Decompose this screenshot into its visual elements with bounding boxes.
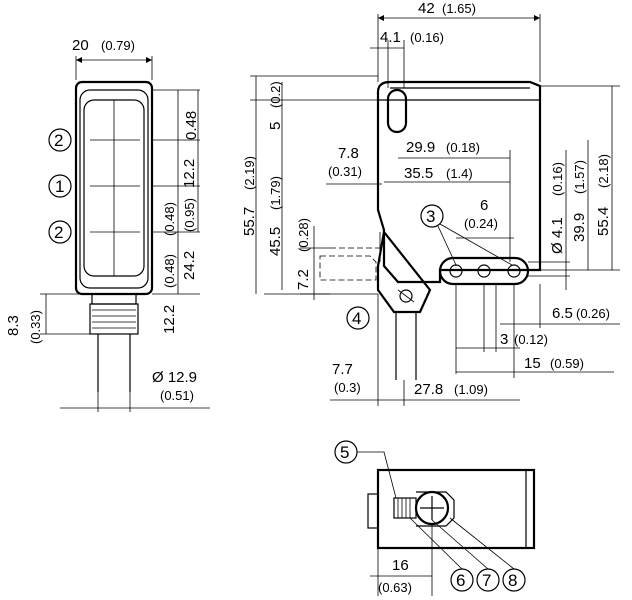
dim-connector-len: 8.3 (5, 315, 22, 336)
dim-side-height-b-in: (1.79) (268, 176, 283, 210)
callout-2-bottom: 2 (48, 220, 72, 244)
svg-text:8: 8 (508, 571, 517, 590)
dim-side-optic-a-in: (0.18) (446, 140, 480, 155)
bottom-left-tab (367, 493, 379, 529)
dim-side-edge-in: (0.16) (410, 30, 444, 45)
dim-front-spacing-a-in: (0.95) (182, 198, 197, 232)
dim-side-mid: 6 (480, 197, 488, 214)
dim-side-width: 42 (418, 0, 435, 17)
side-housing (376, 80, 542, 284)
front-view: 20 (0.79) 0.48 12.2 (0.95) 24.2 (0.48) 1… (5, 37, 210, 412)
svg-text:3: 3 (426, 207, 435, 226)
dim-side-height-total: 55.7 (241, 207, 258, 236)
callout-6: 6 (409, 517, 474, 592)
callout-5: 5 (334, 440, 397, 499)
side-bracket (376, 229, 432, 314)
dim-side-top-in: (0.2) (268, 81, 283, 108)
dim-side-bot-b-in: (0.12) (514, 332, 548, 347)
dim-bottom-width: 16 (392, 557, 409, 574)
dim-side-height-total-in: (2.19) (242, 156, 257, 190)
front-connector-base (91, 293, 137, 305)
callout-7: 7 (431, 519, 500, 592)
dim-cable-dia: Ø 12.9 (152, 369, 197, 386)
svg-text:1: 1 (55, 177, 64, 196)
dim-side-bot-b: 3 (500, 331, 508, 348)
callout-8: 8 (449, 517, 526, 592)
dim-side-bot-d: 7.7 (332, 361, 353, 378)
dim-side-optic-a: 29.9 (406, 139, 435, 156)
front-housing-inner (79, 89, 149, 289)
bottom-view: 16 (0.63) 5 6 7 8 (334, 440, 536, 596)
dim-side-bot-d-in: (0.3) (334, 380, 361, 395)
svg-text:5: 5 (340, 443, 349, 462)
dim-connector-len-in: (0.33) (28, 310, 43, 344)
dim-side-bot-e: 27.8 (414, 381, 443, 398)
callout-1: 1 (48, 174, 72, 198)
dim-front-width-in: (0.79) (101, 38, 135, 53)
dim-side-optic-b: 35.5 (404, 165, 433, 182)
side-slot-top (386, 88, 408, 134)
svg-text:4: 4 (352, 309, 361, 328)
callout-4: 4 (346, 306, 370, 330)
callout-2-top: 2 (48, 128, 72, 152)
screw-thread (393, 497, 417, 519)
svg-text:7: 7 (482, 571, 491, 590)
dim-side-right-a: 39.9 (571, 213, 588, 242)
dim-front-top: 0.48 (183, 111, 200, 140)
dim-side-edge: 4.1 (380, 29, 401, 46)
dim-side-left-a-in: (0.31) (328, 164, 362, 179)
svg-text:6: 6 (456, 571, 465, 590)
dim-side-right-b: 55.4 (595, 207, 612, 236)
dim-cable-dia-in: (0.51) (160, 388, 194, 403)
front-connector (89, 303, 139, 335)
dim-side-width-in: (1.65) (442, 1, 476, 16)
bottom-housing (376, 468, 536, 550)
side-view: 42 (1.65) 4.1 (0.16) 55.7 (2.19) 5 (0.2)… (241, 0, 620, 406)
dim-side-low-in: (0.28) (296, 218, 311, 252)
dim-side-bot-a-in: (0.26) (576, 306, 610, 321)
dim-front-spacing-a: 12.2 (181, 159, 198, 188)
dim-side-right-b-in: (2.18) (596, 154, 611, 188)
dim-side-right-a-in: (1.57) (572, 160, 587, 194)
dim-front-lower-in: (0.48) (162, 254, 177, 288)
dim-front-spacing-b-in: (0.48) (162, 202, 177, 236)
dim-side-bot-e-in: (1.09) (454, 382, 488, 397)
dim-side-low: 7.2 (295, 269, 312, 290)
dim-side-optic-b-in: (1.4) (446, 166, 473, 181)
dim-front-lower: 12.2 (161, 305, 178, 334)
dim-side-height-b: 45.5 (267, 227, 284, 256)
dim-bottom-width-in: (0.63) (378, 580, 412, 595)
dim-side-bot-c-in: (0.59) (550, 356, 584, 371)
dim-side-bot-c: 15 (524, 355, 541, 372)
dim-side-mid-in: (0.24) (464, 216, 498, 231)
svg-text:2: 2 (54, 131, 63, 150)
dim-side-hole-in: (0.16) (550, 162, 565, 196)
svg-text:2: 2 (54, 223, 63, 242)
callout-3: 3 (420, 204, 513, 266)
dim-side-top: 5 (267, 122, 284, 130)
dim-front-width: 20 (72, 37, 89, 54)
dim-front-spacing-b: 24.2 (181, 251, 198, 280)
dim-side-left-a: 7.8 (338, 145, 359, 162)
dim-side-hole: Ø 4.1 (549, 217, 566, 254)
dim-side-bot-a: 6.5 (552, 305, 573, 322)
